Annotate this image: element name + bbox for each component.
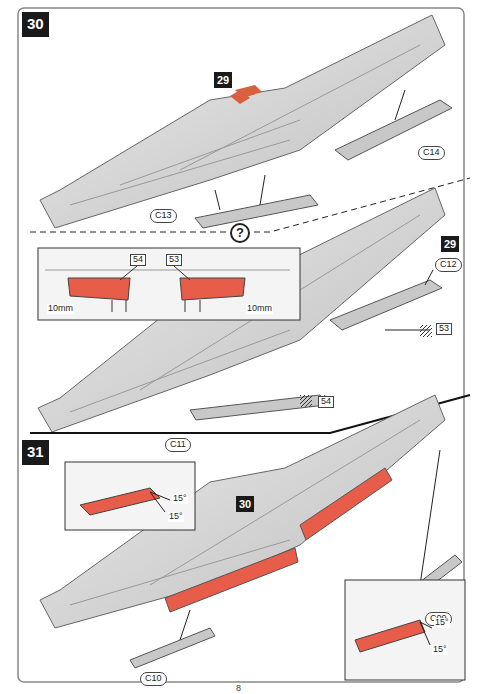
angle-label: 15° — [434, 618, 450, 628]
angle-label: 15° — [432, 645, 448, 655]
dimension: 10mm — [246, 304, 273, 314]
step-reference: 29 — [214, 72, 232, 88]
callout-number: 54 — [318, 396, 334, 408]
part-code: C12 — [435, 258, 462, 272]
callout-number: 54 — [130, 254, 146, 266]
step-reference: 30 — [236, 496, 254, 512]
dimension: 10mm — [47, 304, 74, 314]
page-number: 8 — [236, 684, 241, 694]
part-code: C10 — [140, 672, 167, 686]
angle-label: 15° — [172, 494, 188, 504]
step-reference: 29 — [441, 236, 459, 252]
callout-number: 53 — [436, 323, 452, 335]
callout-number: 53 — [166, 254, 182, 266]
step-number: 30 — [22, 12, 49, 37]
angle-label: 15° — [168, 512, 184, 522]
step-number: 31 — [22, 440, 49, 465]
part-code: C11 — [165, 438, 191, 452]
part-code: C13 — [150, 209, 177, 223]
help-icon: ? — [230, 223, 250, 243]
part-code: C14 — [418, 146, 445, 160]
